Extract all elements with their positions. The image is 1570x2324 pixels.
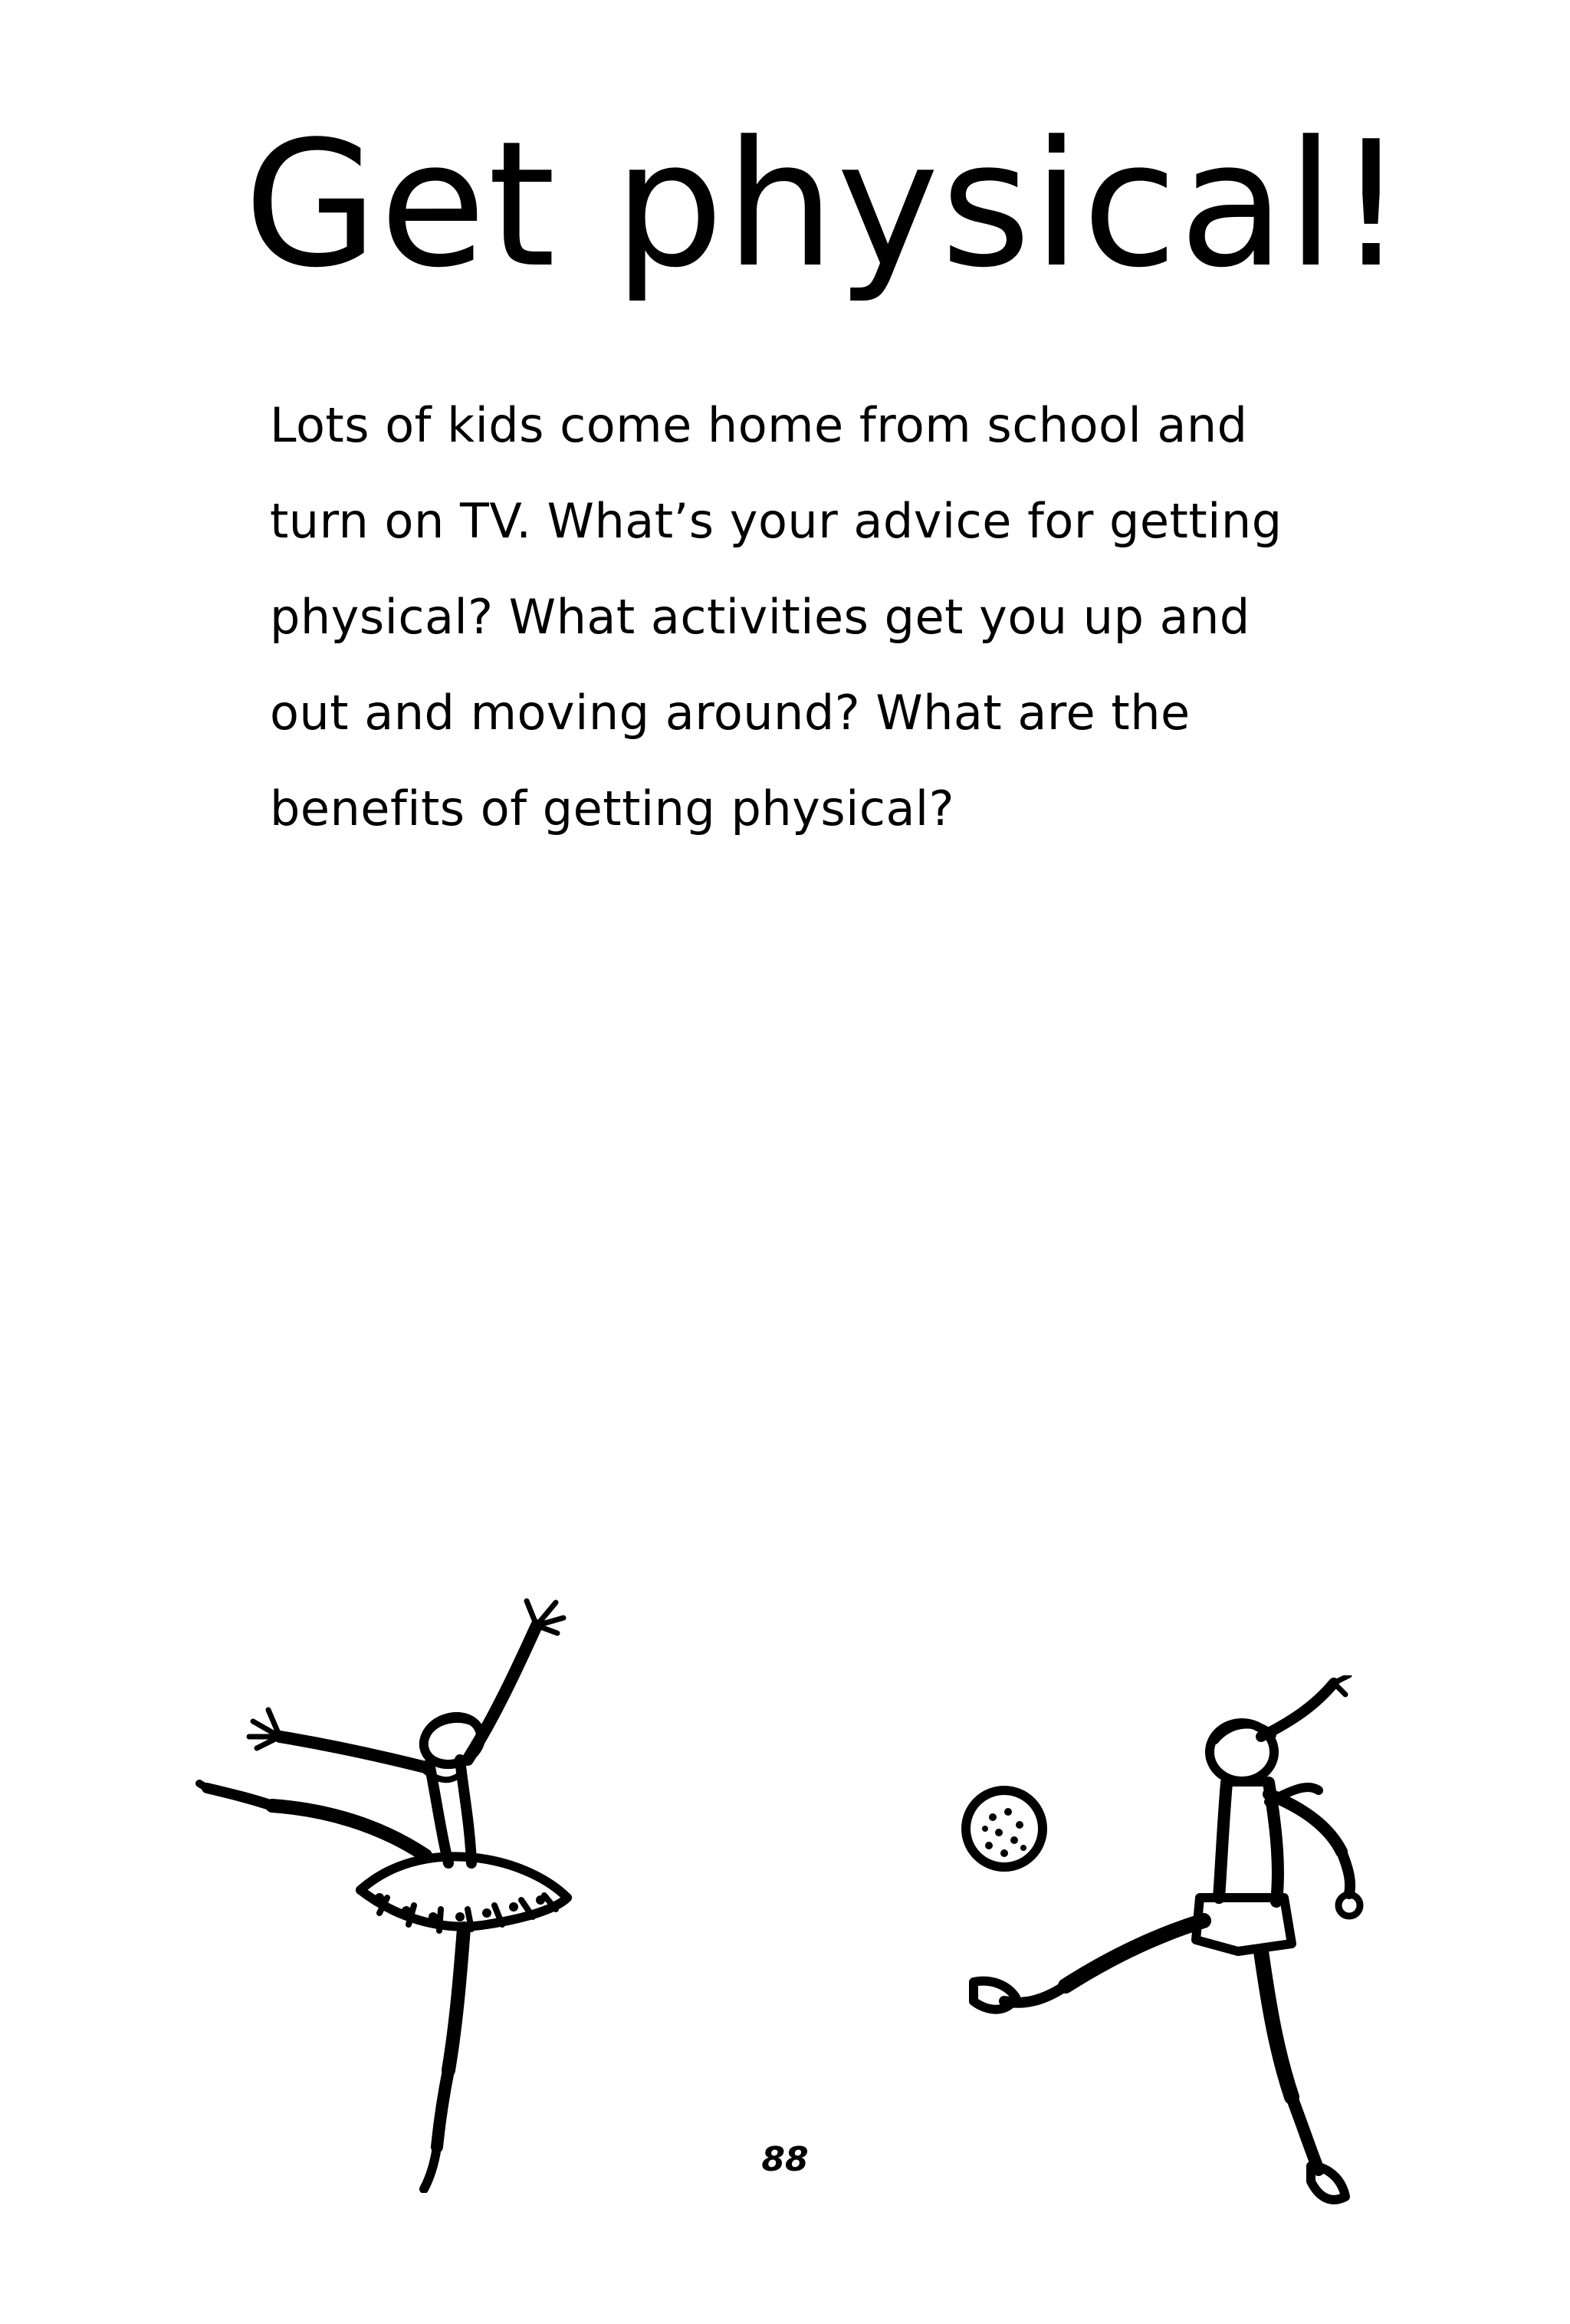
page-title: Get physical! <box>244 104 1407 306</box>
page-number: 88 <box>761 2140 809 2179</box>
soccer-player-illustration <box>961 1675 1364 2204</box>
body-line: Lots of kids come home from school and <box>270 397 1248 453</box>
body-line: turn on TV. What’s your advice for getti… <box>270 493 1283 549</box>
body-line: benefits of getting physical? <box>270 781 955 837</box>
body-text: Lots of kids come home from school and t… <box>270 377 1420 856</box>
body-line: physical? What activities get you up and <box>270 589 1250 645</box>
body-line: out and moving around? What are the <box>270 685 1191 741</box>
ballerina-illustration <box>195 1598 572 2193</box>
soccer-ball-icon <box>961 1786 1047 1872</box>
